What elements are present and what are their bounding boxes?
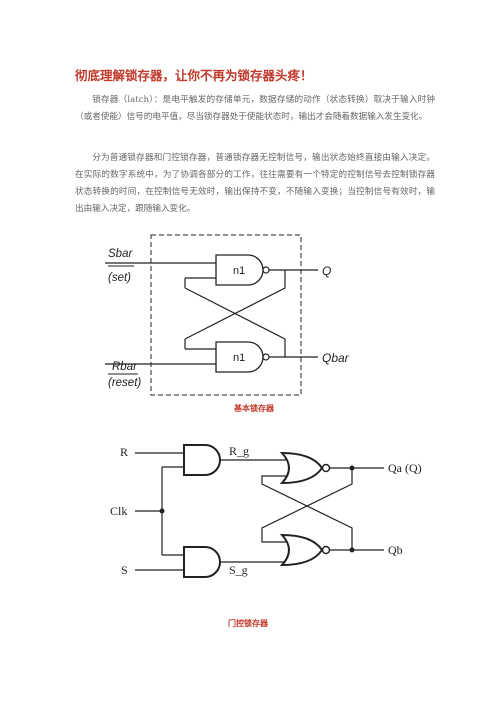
input-label-reset: (reset) — [108, 377, 141, 389]
output-label-qa: Qa (Q) — [388, 461, 422, 475]
output-label-qb: Qb — [388, 543, 403, 557]
wire-cross-qa-to-bottom — [261, 468, 353, 543]
nor-bubble-bottom — [321, 545, 331, 555]
signal-label-sg: S_g — [229, 563, 248, 577]
junction-clk — [159, 508, 165, 514]
article-title: 彻底理解锁存器，让你不再为锁存器头疼！ — [75, 68, 313, 83]
input-label-sbar: Sbar — [108, 248, 133, 260]
caption-gated-latch: 门控锁存器 — [228, 619, 268, 628]
input-label-set: (set) — [108, 272, 131, 284]
and-gate-top — [183, 444, 221, 476]
nor-gate-bottom — [279, 533, 324, 567]
input-label-r: R — [120, 445, 128, 459]
nor-bubble-top — [321, 463, 331, 473]
nor-gate-top — [279, 451, 324, 485]
output-label-qbar: Qbar — [322, 351, 350, 365]
output-label-q: Q — [322, 264, 331, 278]
and-gate-bottom — [183, 546, 221, 578]
input-label-clk: Clk — [110, 504, 127, 518]
gate-label-bottom: n1 — [233, 352, 245, 364]
wire-cross-qbar-to-top — [184, 287, 286, 357]
gate-label-top: n1 — [233, 265, 245, 277]
wire-cross-qb-to-top — [261, 475, 353, 550]
paragraph-latch-definition: 锁存器（latch）：是电平触发的存储单元，数据存储的动作（状态转换）取决于输入… — [75, 95, 435, 122]
signal-label-rg: R_g — [229, 444, 249, 458]
wire-cross-q-to-bottom — [184, 270, 286, 340]
latch-boundary-box — [150, 234, 302, 396]
input-label-s: S — [121, 563, 128, 577]
caption-basic-latch: 基本锁存器 — [234, 404, 274, 413]
input-label-rbar: Rbar — [112, 361, 138, 373]
paragraph-latch-types: 分为普通锁存器和门控锁存器，普通锁存器无控制信号，输出状态始终直接由输入决定。在… — [75, 153, 435, 214]
